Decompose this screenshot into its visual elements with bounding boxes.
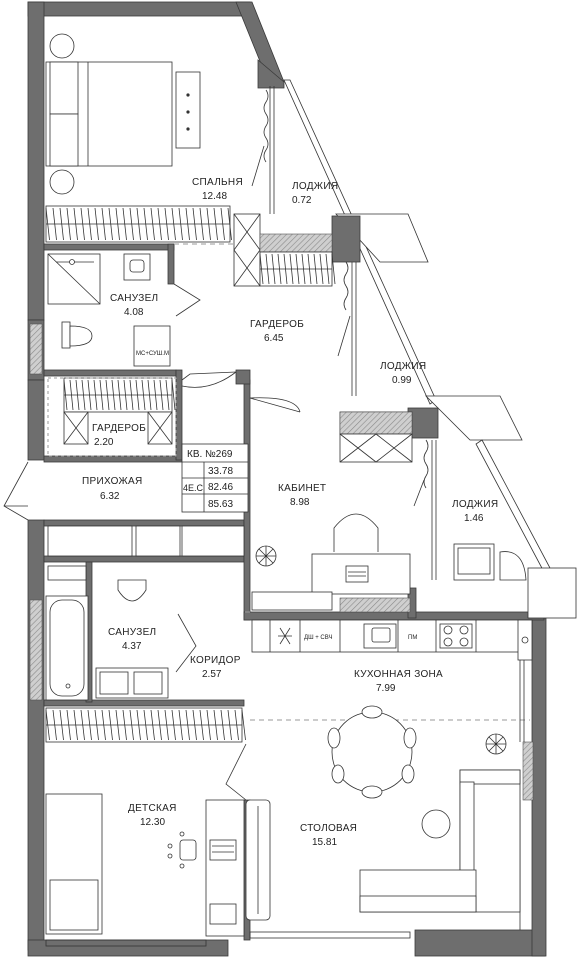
- kids-area: 12.30: [140, 817, 165, 828]
- bedroom-area: 12.48: [202, 191, 227, 202]
- office-chair: [167, 831, 197, 869]
- loggia1-area: 0.72: [292, 195, 312, 206]
- bathroom1-furniture: МС+СУШ.М: [47, 253, 201, 367]
- kitchen-area: 7.99: [376, 683, 396, 694]
- wardrobe1-area: 6.45: [264, 333, 284, 344]
- kitchen-name: КУХОННАЯ ЗОНА: [354, 669, 443, 680]
- plant-icon: [255, 545, 277, 567]
- loggia3-area: 1.46: [464, 513, 484, 524]
- area-living: 33.78: [208, 466, 233, 477]
- room-labels: СПАЛЬНЯ 12.48 ЛОДЖИЯ 0.72 САНУЗЕЛ 4.08 Г…: [82, 177, 498, 848]
- study-furniture: [251, 411, 437, 613]
- kitchen-furniture: ДШ + СВЧ ПМ: [251, 619, 533, 930]
- hall-elements: [3, 443, 249, 557]
- dining-name: СТОЛОВАЯ: [300, 823, 357, 834]
- wardrobe2-area: 2.20: [94, 437, 114, 448]
- bath1-name: САНУЗЕЛ: [110, 293, 158, 304]
- bath2-name: САНУЗЕЛ: [108, 627, 156, 638]
- wardrobe1-name: ГАРДЕРОБ: [250, 319, 304, 330]
- apartment-info: КВ. №269 4Е.С 33.78 82.46 85.63: [183, 449, 233, 510]
- kids-name: ДЕТСКАЯ: [128, 803, 177, 814]
- loggia3-furniture: [453, 543, 527, 581]
- wardrobe2-furniture: [47, 371, 237, 457]
- hall-area: 6.32: [100, 491, 120, 502]
- plant-icon-2: [485, 733, 507, 755]
- rooms-code: 4Е.С: [183, 483, 204, 493]
- bedroom-name: СПАЛЬНЯ: [192, 177, 243, 188]
- loggia3-name: ЛОДЖИЯ: [452, 499, 498, 510]
- area-with-loggia: 85.63: [208, 499, 233, 510]
- wardrobe2-name: ГАРДЕРОБ: [92, 423, 146, 434]
- loggia-walls: [283, 79, 577, 619]
- kids-furniture: [45, 707, 271, 947]
- oven-microwave-label: ДШ + СВЧ: [304, 635, 332, 641]
- bath2-area: 4.37: [122, 641, 142, 652]
- loggia1-name: ЛОДЖИЯ: [292, 181, 338, 192]
- area-total: 82.46: [208, 482, 233, 493]
- dining-furniture: [249, 705, 521, 939]
- loggia2-name: ЛОДЖИЯ: [380, 361, 426, 372]
- corridor-name: КОРИДОР: [190, 655, 241, 666]
- study-area: 8.98: [290, 497, 310, 508]
- washer-dryer-label: МС+СУШ.М: [136, 351, 169, 357]
- bathroom2-furniture: [45, 565, 197, 701]
- bedroom-furniture: [45, 33, 275, 243]
- dining-chairs: [327, 705, 417, 799]
- loggia2-area: 0.99: [392, 375, 412, 386]
- exterior-walls: [27, 1, 547, 957]
- apartment-number: КВ. №269: [187, 449, 233, 460]
- bath1-area: 4.08: [124, 307, 144, 318]
- study-name: КАБИНЕТ: [278, 483, 326, 494]
- corridor-area: 2.57: [202, 669, 222, 680]
- wardrobe1-furniture: [233, 213, 357, 413]
- dishwasher-label: ПМ: [408, 635, 417, 641]
- dining-area: 15.81: [312, 837, 337, 848]
- hall-name: ПРИХОЖАЯ: [82, 476, 142, 487]
